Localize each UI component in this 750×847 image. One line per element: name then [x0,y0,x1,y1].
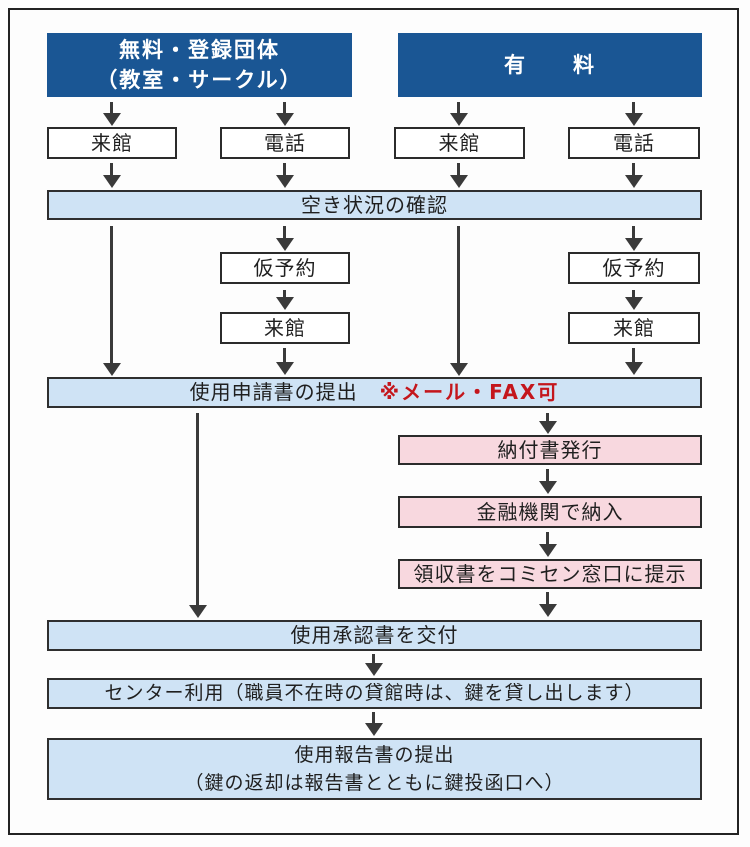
arrow-down [632,163,635,176]
box-free-phone: 電話 [220,127,350,159]
arrow-down [283,163,286,176]
box-paid-phone-visit: 来館 [568,312,700,344]
arrow-down-long [196,413,199,606]
header-paid-label: 有 料 [504,52,596,77]
bar-availability-check-label: 空き状況の確認 [301,192,448,217]
box-paid-phone: 電話 [568,127,700,159]
box-free-visit: 来館 [47,127,177,159]
bar-report-submit: 使用報告書の提出 （鍵の返却は報告書とともに鍵投函口へ） [47,738,702,800]
arrow-down [110,102,113,114]
bar-availability-check: 空き状況の確認 [47,190,702,220]
box-show-receipt-label: 領収書をコミセン窓口に提示 [413,561,687,586]
bar-center-use-label: センター利用（職員不在時の貸館時は、鍵を貸し出します） [104,681,645,704]
bar-center-use: センター利用（職員不在時の貸館時は、鍵を貸し出します） [47,678,702,709]
box-paid-visit: 来館 [394,127,525,159]
bar-application-submit-label: 使用申請書の提出 [189,380,358,404]
bar-approval-issue-label: 使用承認書を交付 [290,623,459,647]
box-free-phone-visit-label: 来館 [264,315,306,340]
arrow-down [283,348,286,363]
box-paid-phone-visit-label: 来館 [613,315,655,340]
box-free-tentative-reservation: 仮予約 [220,252,350,284]
arrow-down [372,712,375,724]
arrow-down [632,290,635,298]
bar-report-submit-line1: 使用報告書の提出 [294,743,455,766]
arrow-down [632,102,635,114]
arrow-down [546,413,549,422]
arrow-down [283,102,286,114]
application-mail-fax-note: ※メール・FAX可 [379,380,560,404]
arrow-down [283,226,286,239]
arrow-down [372,654,375,664]
box-pay-at-bank-label: 金融機関で納入 [476,499,624,524]
box-free-phone-label: 電話 [264,130,306,155]
header-free-registered-groups: 無料・登録団体 （教室・サークル） [47,33,352,97]
box-pay-at-bank: 金融機関で納入 [398,496,702,528]
header-free-line2: （教室・サークル） [96,68,303,92]
outer-frame [8,8,739,835]
arrow-down [546,532,549,545]
box-show-receipt: 領収書をコミセン窓口に提示 [398,559,702,589]
header-free-line1: 無料・登録団体 [119,37,280,62]
arrow-down [632,348,635,363]
arrow-down [110,163,113,176]
box-paid-tentative-label: 仮予約 [602,255,666,280]
box-payment-slip-issue: 納付書発行 [398,435,702,465]
box-free-phone-visit: 来館 [220,312,350,344]
arrow-down [457,102,460,114]
arrow-down [283,290,286,298]
arrow-down-long [110,226,113,364]
bar-approval-issue: 使用承認書を交付 [47,620,702,651]
box-paid-visit-label: 来館 [438,130,481,155]
arrow-down-long [457,226,460,364]
arrow-down [632,226,635,239]
arrow-down [546,469,549,482]
box-paid-tentative-reservation: 仮予約 [568,252,700,284]
arrow-down [457,163,460,176]
box-free-tentative-label: 仮予約 [253,255,317,280]
header-paid: 有 料 [398,33,702,97]
box-free-visit-label: 来館 [91,130,133,155]
box-payment-slip-label: 納付書発行 [497,437,603,462]
bar-application-submit: 使用申請書の提出 ※メール・FAX可 [47,377,702,408]
box-paid-phone-label: 電話 [613,130,655,155]
arrow-down [546,592,549,605]
bar-report-submit-line2: （鍵の返却は報告書とともに鍵投函口へ） [184,772,565,794]
